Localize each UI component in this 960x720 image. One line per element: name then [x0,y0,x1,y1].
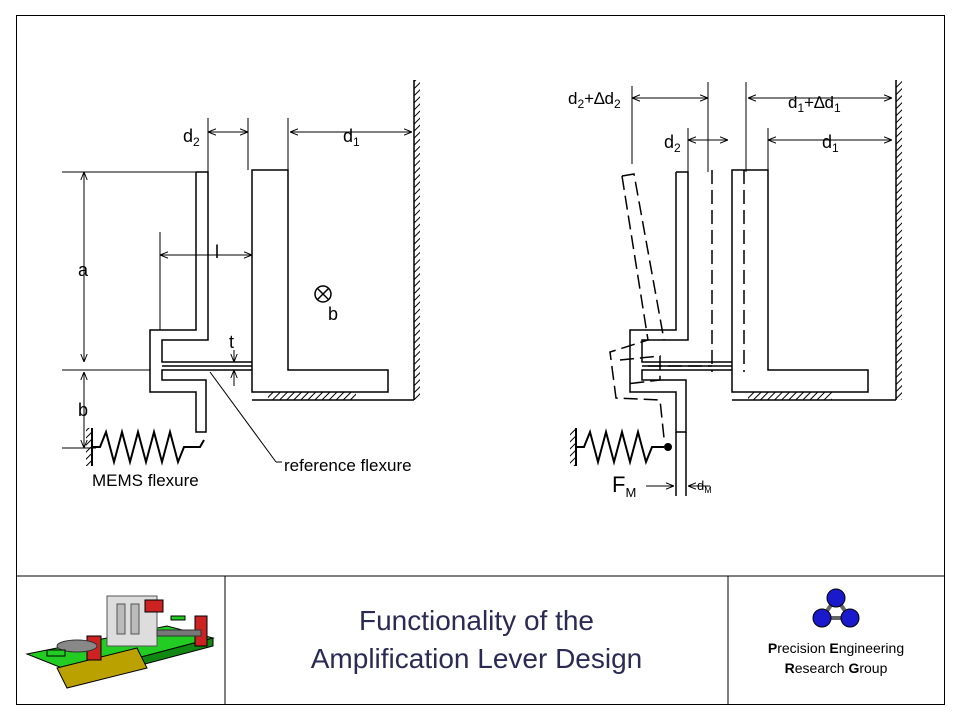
label-d1-right: d1 [822,132,839,155]
label-d2-right: d2 [664,132,681,155]
organization-logo: Precision Engineering Research Group [728,576,944,704]
org-name-line-1: Precision Engineering [767,640,905,656]
left-spring [86,428,205,466]
label-d2: d2 [183,126,200,149]
title-line-2: Amplification Lever Design [310,643,643,674]
lever-3d-model-image [17,576,225,704]
title-line-1: Functionality of the [358,605,595,636]
slide-title: Functionality of the Amplification Lever… [225,576,728,704]
deformed-lever [609,170,745,439]
label-b-outofplane: b [328,304,338,324]
label-d1-delta: d1+∆d1 [788,93,841,115]
molecule-logo-icon [812,588,860,628]
label-d1: d1 [343,126,360,149]
label-l: l [215,242,219,262]
label-dm: dM [697,478,712,495]
left-dimensions [62,118,412,463]
right-spring [570,428,672,466]
label-a: a [78,260,89,280]
label-d2-delta: d2+∆d2 [568,89,621,111]
label-b: b [78,400,88,420]
out-of-plane-symbol [314,285,332,303]
label-mems-flexure: MEMS flexure [92,471,199,490]
label-t: t [229,332,234,352]
label-reference-flexure: reference flexure [284,456,412,475]
right-dimensions [631,82,892,486]
left-mechanism [149,80,420,433]
org-name-line-2: Research Group [784,660,888,676]
slide-frame [16,15,945,705]
label-fm: FM [612,472,636,500]
